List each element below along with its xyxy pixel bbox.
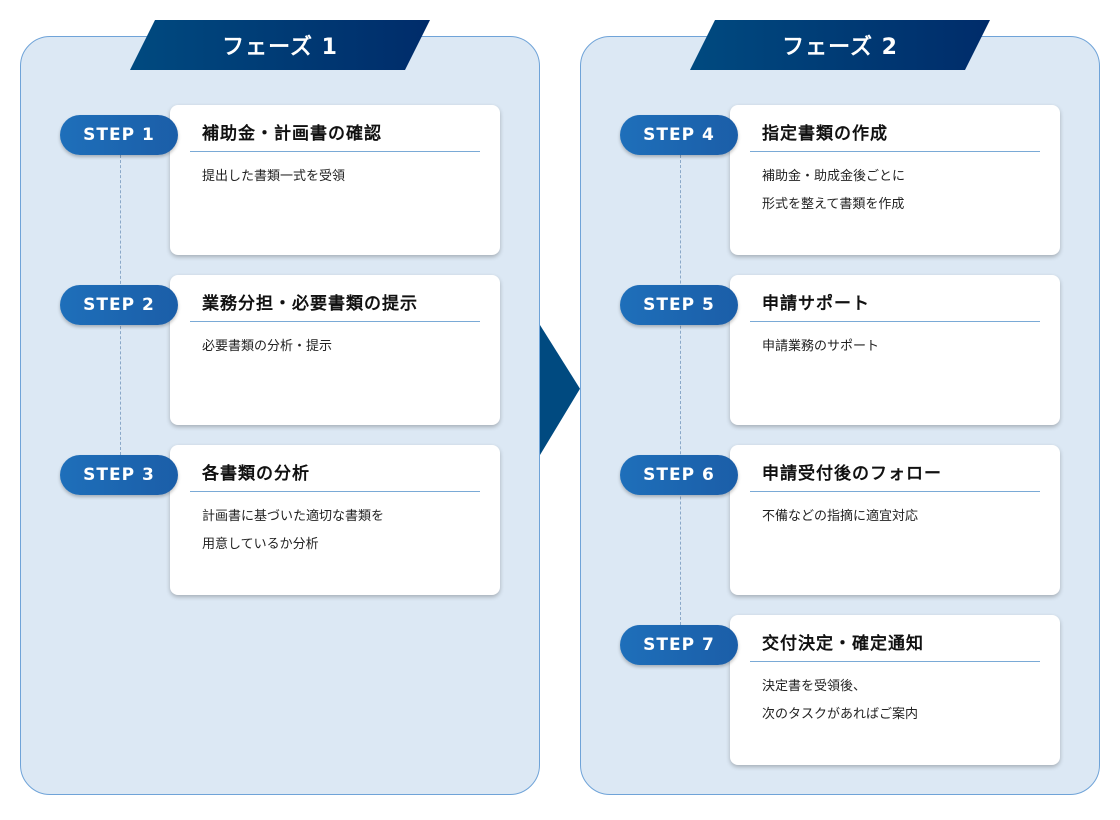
step-title: 申請サポート xyxy=(762,294,870,314)
step-description: 補助金・助成金後ごとに 形式を整えて書類を作成 xyxy=(762,169,906,212)
step-description: 申請業務のサポート xyxy=(762,339,880,354)
phase-1-banner: フェーズ 1 xyxy=(130,20,430,70)
step-title: 各書類の分析 xyxy=(202,464,310,484)
step-badge: STEP 2 xyxy=(60,285,178,325)
step-badge: STEP 5 xyxy=(620,285,738,325)
step-badge: STEP 3 xyxy=(60,455,178,495)
step-badge: STEP 4 xyxy=(620,115,738,155)
step-card: 補助金・計画書の確認提出した書類一式を受領 xyxy=(170,105,500,255)
divider xyxy=(750,661,1040,662)
step-badge: STEP 6 xyxy=(620,455,738,495)
step-description: 提出した書類一式を受領 xyxy=(202,169,346,184)
phase-2-connector xyxy=(680,155,681,625)
step-title: 申請受付後のフォロー xyxy=(762,464,942,484)
step-title: 業務分担・必要書類の提示 xyxy=(202,294,418,314)
step-card: 申請受付後のフォロー不備などの指摘に適宜対応 xyxy=(730,445,1060,595)
step-description: 必要書類の分析・提示 xyxy=(202,339,333,354)
step-title: 指定書類の作成 xyxy=(762,124,888,144)
step-card: 各書類の分析計画書に基づいた適切な書類を 用意しているか分析 xyxy=(170,445,500,595)
divider xyxy=(190,151,480,152)
divider xyxy=(190,491,480,492)
divider xyxy=(750,151,1040,152)
step-card: 交付決定・確定通知決定書を受領後、 次のタスクがあればご案内 xyxy=(730,615,1060,765)
step-description: 決定書を受領後、 次のタスクがあればご案内 xyxy=(762,679,919,722)
step-title: 交付決定・確定通知 xyxy=(762,634,924,654)
divider xyxy=(190,321,480,322)
step-description: 不備などの指摘に適宜対応 xyxy=(762,509,919,524)
divider xyxy=(750,321,1040,322)
step-title: 補助金・計画書の確認 xyxy=(202,124,382,144)
step-card: 業務分担・必要書類の提示必要書類の分析・提示 xyxy=(170,275,500,425)
step-card: 指定書類の作成補助金・助成金後ごとに 形式を整えて書類を作成 xyxy=(730,105,1060,255)
step-badge: STEP 7 xyxy=(620,625,738,665)
step-card: 申請サポート申請業務のサポート xyxy=(730,275,1060,425)
divider xyxy=(750,491,1040,492)
step-badge: STEP 1 xyxy=(60,115,178,155)
step-description: 計画書に基づいた適切な書類を 用意しているか分析 xyxy=(202,509,385,552)
phase-2-banner: フェーズ 2 xyxy=(690,20,990,70)
arrow-right-icon xyxy=(540,325,580,455)
